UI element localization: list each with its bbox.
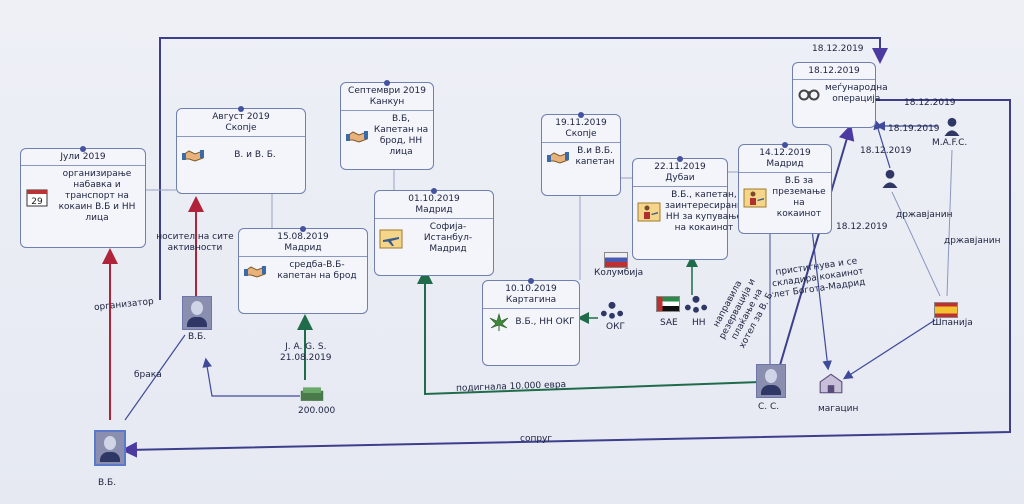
citizen2-label: државјанин — [944, 236, 1001, 246]
card-jul-2019: Јули 2019 29 организирање набавка и тран… — [20, 146, 146, 248]
card-dot — [677, 156, 683, 162]
card-dot — [300, 226, 306, 232]
money-label: 200.000 — [298, 406, 336, 416]
carrier-label: носител на сите активности — [156, 232, 234, 253]
svg-text:29: 29 — [31, 197, 43, 207]
nn-label: НН — [692, 318, 706, 328]
jags-label: J. A. G. S. 21.08.2019 — [280, 342, 332, 363]
brother-label: брака — [134, 370, 162, 380]
card-header: 15.08.2019 Мадрид — [239, 229, 367, 257]
card-header: Август 2019 Скопје — [177, 109, 305, 137]
warehouse-icon — [819, 373, 843, 394]
vb-top-label: В.Б. — [188, 332, 207, 342]
card-text: В.и В.Б. капетан — [575, 146, 615, 167]
sae-label: SAE — [660, 318, 678, 328]
travel-icon — [637, 202, 661, 222]
card-14-12-2019: 14.12.2019 Мадрид В.Б за преземање на ко… — [738, 142, 832, 234]
handshake-icon — [244, 266, 266, 278]
person-mafc-icon — [944, 117, 960, 136]
card-dot — [782, 142, 788, 148]
card-sep-2019: Септември 2019 Канкун В.Б, Капетан на бр… — [340, 80, 434, 170]
spain-flag — [934, 302, 958, 318]
person-vb-bottom-avatar — [94, 430, 126, 466]
date-label-top: 18.12.2019 — [812, 44, 864, 54]
card-dot — [384, 80, 390, 86]
date-label-grc: 18.12.2019 — [860, 146, 912, 156]
card-15-08-2019: 15.08.2019 Мадрид средба-В.Б-капетан на … — [238, 226, 368, 314]
card-header: Септември 2019 Канкун — [341, 83, 433, 111]
card-dot — [238, 106, 244, 112]
card-header: 01.10.2019 Мадрид — [375, 191, 493, 219]
card-text: средба-В.Б-капетан на брод — [277, 260, 357, 281]
date-label-mafc: 18.19.2019 — [888, 124, 940, 134]
card-text: Софија-Истанбул-Мадрид — [423, 222, 473, 254]
nn-group-icon — [684, 295, 708, 313]
money-icon — [300, 387, 324, 401]
card-text: В.Б., НН ОКГ — [515, 316, 575, 327]
date-label-right: 18.12.2019 — [904, 98, 956, 108]
handshake-icon — [346, 131, 368, 143]
person-cs-avatar — [756, 364, 786, 398]
warehouse-label: магацин — [818, 404, 859, 414]
okg-group-icon — [600, 301, 624, 319]
handcuffs-icon — [798, 89, 820, 101]
cs-label: С. С. — [758, 402, 780, 412]
card-19-11-2019: 19.11.2019 Скопје В.и В.Б. капетан — [541, 112, 621, 196]
card-header: 22.11.2019 Дубаи — [633, 159, 727, 187]
cannabis-icon — [489, 312, 509, 331]
card-dot — [578, 112, 584, 118]
mafc-label: M.A.F.C. — [932, 138, 968, 148]
card-dot — [80, 146, 86, 152]
spain-label: Шпанија — [932, 318, 973, 328]
citizen1-label: државјанин — [896, 210, 953, 220]
vb-bottom-label: В.Б. — [98, 478, 117, 488]
person-grc-icon — [882, 169, 898, 188]
card-text: меѓународна операција — [825, 83, 888, 104]
card-dot — [431, 188, 437, 194]
card-text: В.Б., капетан, заинтересирани НН за купу… — [665, 190, 743, 233]
card-text: В.Б за преземање на кокаинот — [772, 176, 826, 219]
colombia-label: Колумбија — [594, 268, 644, 278]
card-dot — [528, 278, 534, 284]
okg-label: ОКГ — [606, 322, 625, 332]
handshake-icon — [182, 150, 204, 162]
card-18-12-2019: 18.12.2019 меѓународна операција — [792, 62, 888, 128]
card-text: В.Б, Капетан на брод, НН лица — [373, 114, 429, 157]
airplane-icon — [379, 229, 403, 248]
card-header: 14.12.2019 Мадрид — [739, 145, 831, 173]
card-header: 19.11.2019 Скопје — [542, 115, 620, 143]
card-header: 18.12.2019 — [793, 63, 875, 80]
card-10-10-2019: 10.10.2019 Картагина В.Б., НН ОКГ — [482, 278, 580, 366]
card-text: В. и В. Б. — [234, 149, 276, 160]
card-text: организирање набавка и транспорт на кока… — [58, 169, 136, 223]
handshake-icon — [547, 152, 569, 164]
card-22-11-2019: 22.11.2019 Дубаи В.Б., капетан, заинтере… — [632, 156, 743, 260]
calendar-icon: 29 — [26, 189, 48, 207]
travel-icon — [743, 188, 767, 208]
card-header: Јули 2019 — [21, 149, 145, 166]
card-header: 10.10.2019 Картагина — [483, 281, 579, 309]
uae-flag — [656, 296, 680, 312]
colombia-flag — [604, 252, 628, 268]
spouse-label: сопруг — [520, 434, 553, 444]
date-label-left: 18.12.2019 — [836, 222, 888, 232]
card-aug-2019: Август 2019 Скопје В. и В. Б. — [176, 106, 306, 194]
person-vb-top-avatar — [182, 296, 212, 330]
card-01-10-2019: 01.10.2019 Мадрид Софија-Истанбул-Мадрид — [374, 188, 494, 276]
